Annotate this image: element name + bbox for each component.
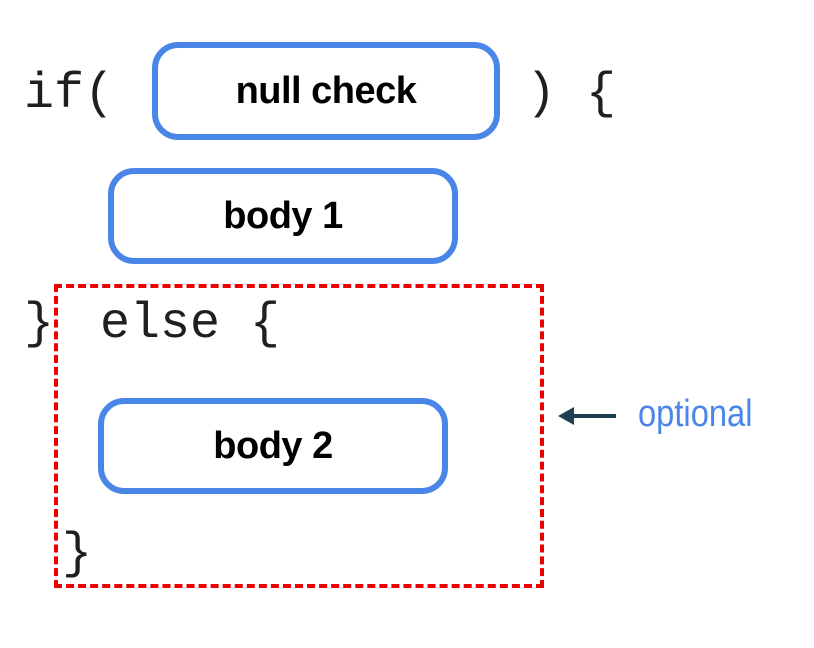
arrow-left-icon — [558, 407, 616, 425]
body-1-slot: body 1 — [108, 168, 458, 264]
if-keyword: if( — [24, 66, 115, 123]
condition-slot-label: null check — [235, 69, 417, 112]
close-if-brace: } — [24, 296, 55, 353]
else-keyword: else { — [100, 296, 281, 353]
body-1-slot-label: body 1 — [223, 194, 343, 237]
condition-slot: null check — [152, 42, 500, 140]
close-else-brace: } — [62, 526, 93, 583]
close-condition-brace: ) { — [526, 66, 617, 123]
optional-else-region — [54, 284, 544, 588]
body-2-slot-label: body 2 — [213, 424, 333, 467]
body-2-slot: body 2 — [98, 398, 448, 494]
optional-label: optional — [638, 393, 753, 435]
